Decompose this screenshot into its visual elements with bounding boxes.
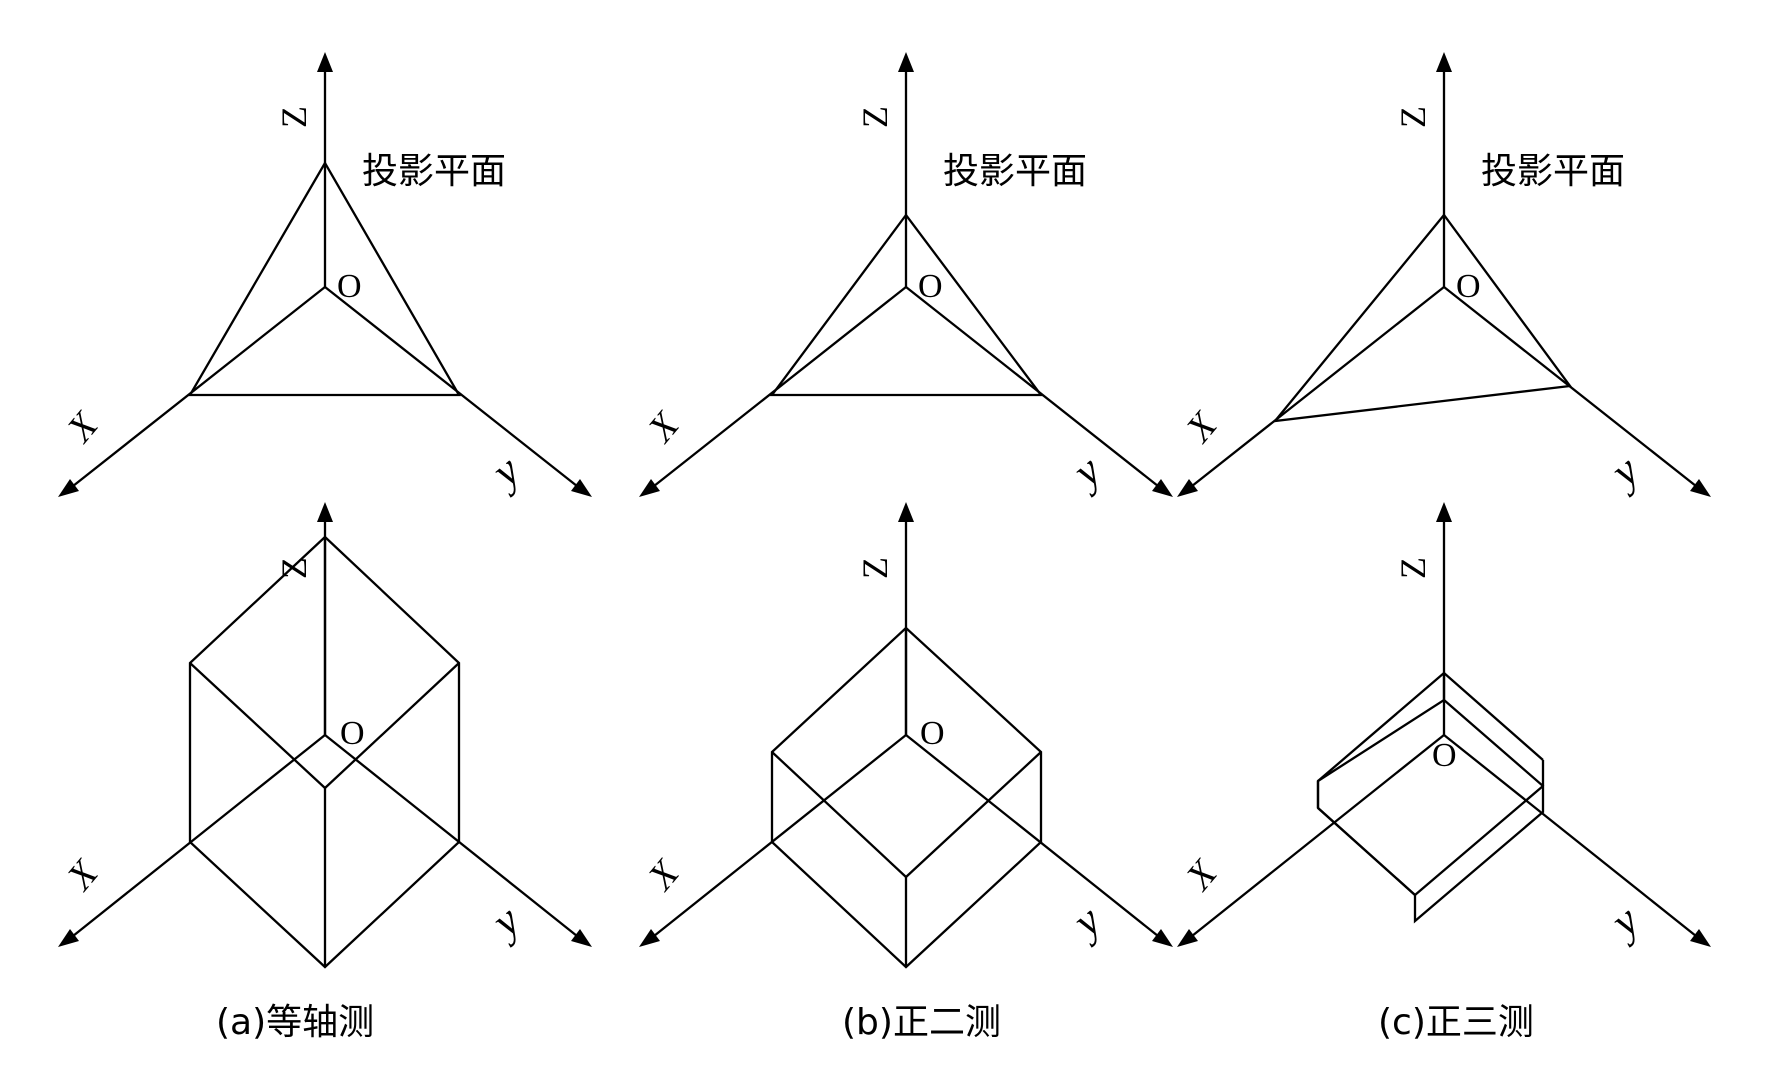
y-axis-label: y [1598,446,1648,499]
z-axis-label: Z [1393,106,1433,128]
z-axis-label: Z [855,557,895,579]
panel-b-top: Z X y O 投影平面 [639,52,1173,499]
z-arrowhead [898,502,914,522]
z-arrowhead [1436,502,1452,522]
y-axis [1443,734,1702,941]
y-axis-label: y [479,446,529,499]
y-arrowhead [1152,479,1173,497]
origin-label: O [337,268,362,305]
origin-label: O [340,715,365,752]
z-axis-label: Z [274,106,314,128]
x-arrowhead [1177,929,1198,947]
x-axis-label: X [1177,404,1227,452]
panel-a-bottom: Z X y O [58,502,592,969]
z-arrowhead [1436,52,1452,72]
panel-c-bottom: Z X y O [1177,502,1711,949]
y-axis [1443,286,1702,491]
dimetric-cube [770,626,1043,969]
x-axis-label: X [58,852,108,900]
x-arrowhead [639,929,660,947]
panel-c-top: Z X y O 投影平面 [1177,52,1711,499]
y-axis [905,286,1164,491]
y-arrowhead [1690,929,1711,947]
origin-label: O [920,715,945,752]
y-axis-label: y [479,896,529,949]
panel-b-bottom: Z X y O [639,502,1173,969]
x-arrowhead [1177,479,1198,497]
z-arrowhead [898,52,914,72]
z-axis-label: Z [274,557,314,579]
y-axis-label: y [1060,446,1110,499]
z-axis-label: Z [1393,557,1433,579]
z-axis-label: Z [855,106,895,128]
x-axis [1186,286,1445,491]
projection-plane-triangle [1272,213,1573,423]
origin-label: O [1456,268,1481,305]
y-axis [324,286,583,491]
x-axis-label: X [639,852,689,900]
caption-a: (a)等轴测 [216,1002,374,1043]
y-axis-label: y [1060,896,1110,949]
origin-label: O [918,268,943,305]
x-axis [648,734,907,941]
x-axis [67,734,326,941]
projection-plane-label: 投影平面 [362,151,506,192]
panel-a-top: Z X y O 投影平面 [58,52,592,499]
x-axis-label: X [1177,852,1227,900]
trimetric-slab [1316,672,1545,924]
y-arrowhead [571,929,592,947]
origin-label: O [1432,737,1457,774]
caption-c: (c)正三测 [1378,1002,1534,1043]
isometric-cube [188,535,461,969]
x-arrowhead [58,929,79,947]
x-arrowhead [58,479,79,497]
y-axis-label: y [1598,896,1648,949]
x-axis-label: X [58,404,108,452]
x-axis [67,286,326,491]
z-arrowhead [317,502,333,522]
y-axis [324,734,583,941]
y-arrowhead [1690,479,1711,497]
x-axis-label: X [639,404,689,452]
caption-b: (b)正二测 [842,1002,1001,1043]
y-arrowhead [571,479,592,497]
y-axis [905,734,1164,941]
projection-plane-triangle [769,213,1044,397]
projection-plane-label: 投影平面 [943,151,1087,192]
projection-plane-label: 投影平面 [1481,151,1625,192]
x-arrowhead [639,479,660,497]
z-arrowhead [317,52,333,72]
projection-plane-triangle [188,160,461,397]
x-axis [1186,734,1445,941]
y-arrowhead [1152,929,1173,947]
